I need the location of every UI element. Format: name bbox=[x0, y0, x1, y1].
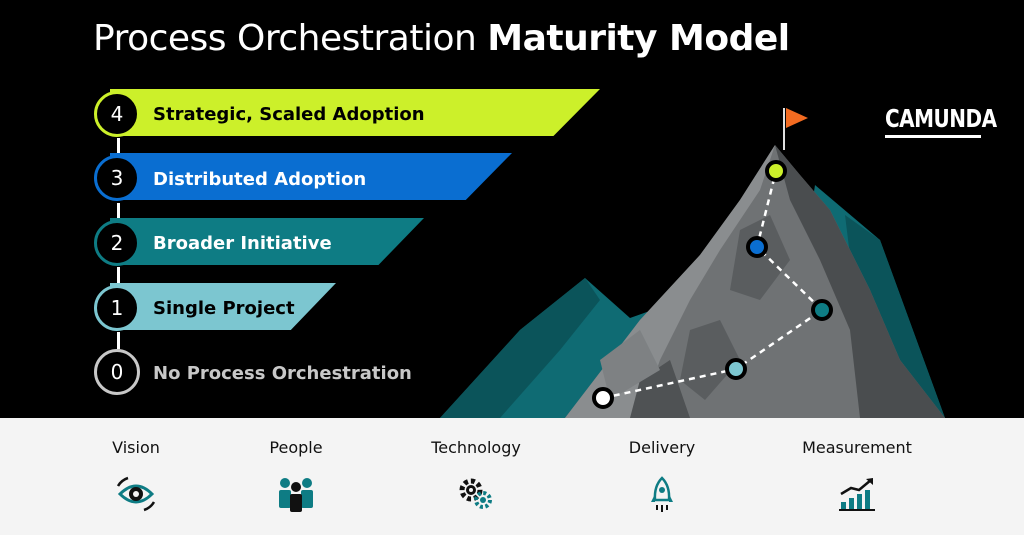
page-title: Process Orchestration Maturity Model bbox=[93, 18, 790, 59]
category-vision: Vision bbox=[56, 438, 216, 512]
level-number-2: 2 bbox=[94, 220, 140, 266]
category-technology: Technology bbox=[396, 438, 556, 512]
category-people: People bbox=[216, 438, 376, 512]
category-label: Delivery bbox=[628, 438, 696, 457]
level-label-3: Distributed Adoption bbox=[153, 169, 367, 190]
category-label: People bbox=[269, 438, 323, 457]
level-label-2: Broader Initiative bbox=[153, 233, 332, 254]
level-connector bbox=[117, 332, 120, 349]
level-number-3: 3 bbox=[94, 155, 140, 201]
level-label-4: Strategic, Scaled Adoption bbox=[153, 104, 425, 125]
level-band-2 bbox=[110, 218, 424, 265]
level-connector bbox=[117, 267, 120, 284]
logo-underline bbox=[885, 135, 981, 138]
level-label-1: Single Project bbox=[153, 298, 295, 319]
category-label: Technology bbox=[431, 438, 521, 457]
level-band-1 bbox=[110, 283, 336, 330]
level-number-4: 4 bbox=[94, 91, 140, 137]
gears-icon bbox=[459, 478, 492, 509]
level-connector bbox=[117, 203, 120, 220]
flag-icon bbox=[786, 108, 808, 128]
level-connector bbox=[117, 138, 120, 155]
level-number-1: 1 bbox=[94, 285, 140, 331]
title-bold: Maturity Model bbox=[487, 18, 790, 59]
level-band-4 bbox=[110, 89, 600, 136]
mountain-illustration bbox=[440, 108, 945, 418]
category-delivery: Delivery bbox=[582, 438, 742, 514]
level-label-0: No Process Orchestration bbox=[153, 363, 412, 384]
title-regular: Process Orchestration bbox=[93, 18, 488, 59]
dimensions-footer: Vision People Technology Del bbox=[0, 418, 1024, 535]
rocket-icon bbox=[651, 476, 673, 512]
category-label: Vision bbox=[112, 438, 160, 457]
category-measurement: Measurement bbox=[777, 438, 937, 512]
eye-icon bbox=[116, 476, 156, 512]
people-icon bbox=[279, 478, 313, 512]
growth-chart-icon bbox=[839, 478, 875, 511]
category-label: Measurement bbox=[802, 438, 912, 457]
level-band-3 bbox=[110, 153, 512, 200]
maturity-levels: Strategic, Scaled Adoption 4 Distributed… bbox=[0, 0, 640, 418]
camunda-logo: CAMUNDA bbox=[885, 103, 997, 133]
hero-panel: Process Orchestration Maturity Model Str… bbox=[0, 0, 998, 418]
level-number-0: 0 bbox=[94, 349, 140, 395]
